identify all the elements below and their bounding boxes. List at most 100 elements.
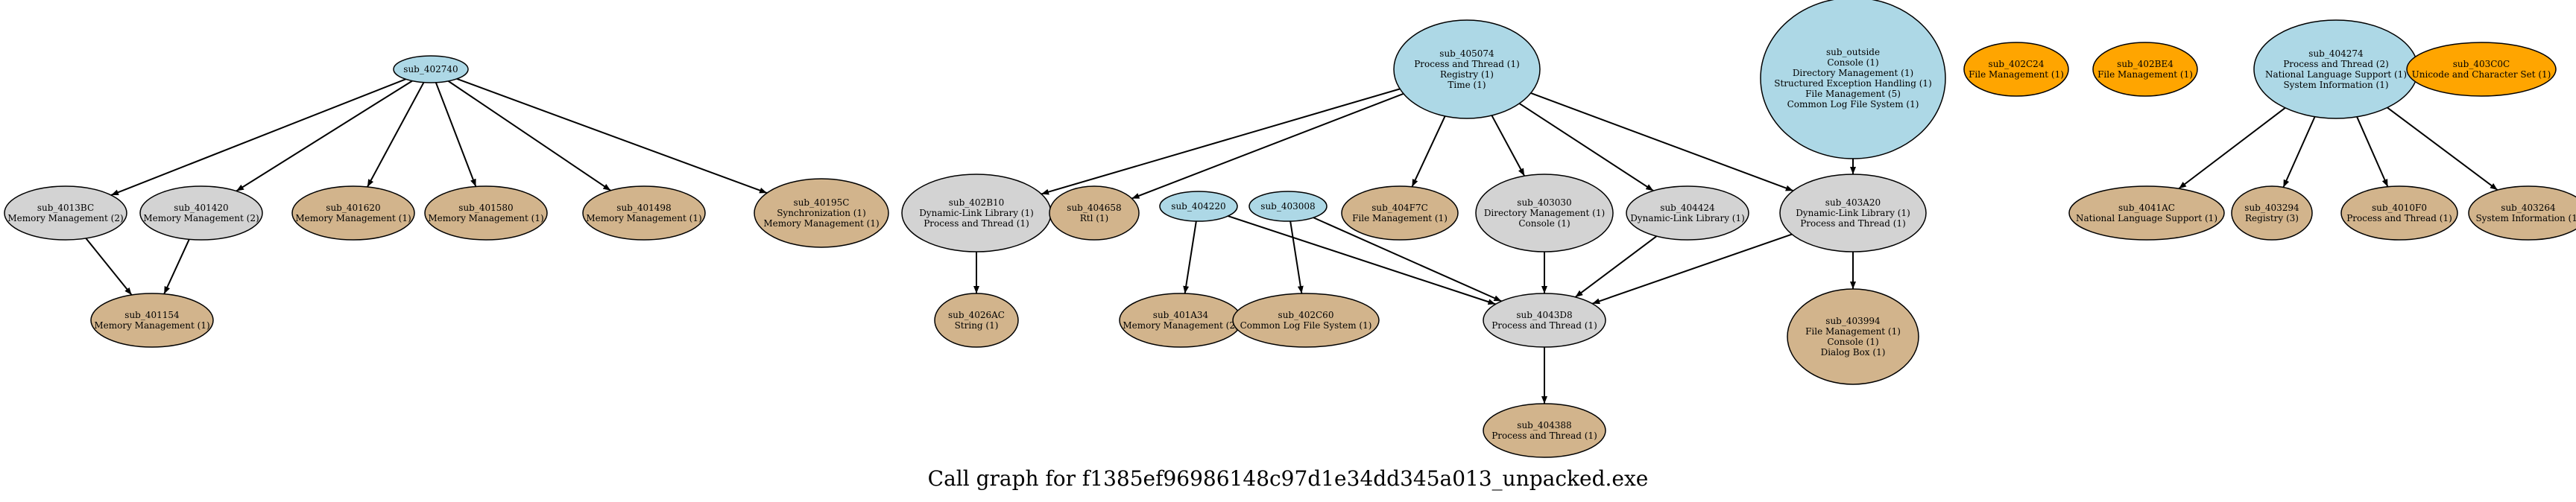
node-category-sub_403994: File Management (1)	[1805, 326, 1901, 337]
edge-sub_405074-to-sub_404658	[1131, 92, 1404, 200]
node-shape-sub_403030	[1475, 174, 1614, 252]
node-category-sub_405074: Registry (1)	[1440, 69, 1494, 80]
node-shape-sub_402C60	[1232, 293, 1380, 348]
edge-sub_404220-to-sub_4043D8	[1228, 215, 1496, 305]
node-name-sub_404388: sub_404388	[1517, 420, 1571, 430]
edges-layer	[85, 77, 2498, 404]
node-shape-sub_401154	[90, 293, 214, 348]
node-shape-sub_403A20	[1779, 174, 1927, 252]
node-category-sub_403030: Directory Management (1)	[1484, 208, 1605, 218]
node-category-sub_403C0C: Unicode and Character Set (1)	[2412, 69, 2551, 80]
node-category-sub_402B10: Process and Thread (1)	[924, 218, 1029, 229]
node-name-sub_401154: sub_401154	[124, 310, 180, 320]
node-category-sub_4010F0: Process and Thread (1)	[2346, 213, 2452, 223]
node-name-sub_4013BC: sub_4013BC	[37, 203, 94, 213]
node-shape-sub_404424	[1626, 185, 1749, 241]
node-name-sub_403994: sub_403994	[1825, 316, 1881, 326]
edge-sub_405074-to-sub_404F7C	[1411, 115, 1446, 188]
node-shape-sub_401620	[291, 185, 415, 241]
node-shape-sub_401420	[139, 185, 263, 241]
node-name-sub_4041AC: sub_4041AC	[2118, 203, 2175, 213]
node-shape-sub_403994	[1787, 288, 1919, 385]
node-name-sub_402C60: sub_402C60	[1278, 310, 1334, 320]
node-shape-sub_4013BC	[4, 185, 127, 241]
node-name-sub_404274: sub_404274	[2308, 48, 2364, 59]
node-shape-sub_40195C	[754, 178, 889, 248]
node-name-sub_401420: sub_401420	[174, 203, 228, 213]
node-shape-sub_402BE4	[2092, 42, 2198, 97]
edge-sub_404274-to-sub_4041AC	[2178, 107, 2286, 190]
node-category-sub_outside: Common Log File System (1)	[1787, 99, 1919, 109]
edge-sub_405074-to-sub_404424	[1518, 103, 1654, 191]
node-category-sub_401580: Memory Management (1)	[428, 213, 543, 223]
node-category-sub_40195C: Memory Management (1)	[763, 218, 879, 229]
edge-sub_402740-to-sub_4013BC	[110, 78, 406, 196]
node-category-sub_404388: Process and Thread (1)	[1491, 430, 1597, 441]
node-category-sub_403294: Registry (3)	[2245, 213, 2299, 223]
node-name-sub_405074: sub_405074	[1439, 48, 1494, 59]
edge-sub_403008-to-sub_402C60	[1289, 220, 1304, 294]
node-category-sub_403A20: Process and Thread (1)	[1800, 218, 1906, 229]
node-name-sub_404424: sub_404424	[1660, 203, 1715, 213]
node-category-sub_402C24: File Management (1)	[1969, 69, 2064, 80]
node-category-sub_outside: Console (1)	[1827, 57, 1878, 68]
node-sub_404220: sub_404220	[1159, 191, 1238, 222]
node-category-sub_405074: Process and Thread (1)	[1414, 59, 1520, 69]
edge-sub_404220-to-sub_401A34	[1183, 220, 1197, 294]
node-sub_402740: sub_402740	[393, 55, 469, 83]
node-name-sub_403030: sub_403030	[1517, 197, 1571, 208]
node-shape-sub_404658	[1049, 185, 1140, 241]
node-category-sub_404274: System Information (1)	[2283, 80, 2388, 90]
edge-sub_402740-to-sub_401420	[236, 80, 413, 192]
node-name-sub_404658: sub_404658	[1067, 203, 1121, 213]
edge-sub_405074-to-sub_402B10	[1041, 88, 1401, 195]
edge-sub_404424-to-sub_4043D8	[1574, 235, 1658, 298]
node-category-sub_401498: Memory Management (1)	[586, 213, 701, 223]
node-shape-sub_402740	[393, 55, 469, 83]
node-category-sub_outside: Structured Exception Handling (1)	[1774, 78, 1932, 89]
node-name-sub_403264: sub_403264	[2501, 203, 2556, 213]
node-category-sub_403994: Console (1)	[1827, 337, 1878, 347]
node-category-sub_outside: Directory Management (1)	[1793, 68, 1913, 78]
node-shape-sub_401580	[424, 185, 548, 241]
node-name-sub_403A20: sub_403A20	[1825, 197, 1881, 208]
node-shape-sub_404388	[1483, 403, 1606, 458]
node-shape-sub_4043D8	[1483, 293, 1606, 348]
node-category-sub_401A34: Memory Management (2)	[1123, 320, 1238, 331]
node-name-sub_401620: sub_401620	[326, 203, 380, 213]
node-shape-sub_403294	[2231, 185, 2313, 241]
node-category-sub_405074: Time (1)	[1448, 80, 1486, 90]
edge-sub_403008-to-sub_4043D8	[1313, 217, 1502, 302]
node-name-sub_403C0C: sub_403C0C	[2453, 59, 2510, 69]
node-category-sub_404274: Process and Thread (2)	[2283, 59, 2389, 69]
node-category-sub_4041AC: National Language Support (1)	[2076, 213, 2217, 223]
node-name-sub_402C24: sub_402C24	[1989, 59, 2045, 69]
node-category-sub_403030: Console (1)	[1518, 218, 1570, 229]
node-name-sub_402B10: sub_402B10	[949, 197, 1005, 208]
node-shape-sub_4026AC	[934, 293, 1019, 348]
edge-sub_403A20-to-sub_4043D8	[1591, 233, 1793, 305]
node-name-sub_4010F0: sub_4010F0	[2372, 203, 2427, 213]
edge-sub_404274-to-sub_403264	[2387, 107, 2498, 191]
edge-sub_401420-to-sub_401154	[163, 238, 190, 295]
node-name-sub_402BE4: sub_402BE4	[2117, 59, 2174, 69]
node-shape-sub_outside	[1760, 0, 1946, 159]
